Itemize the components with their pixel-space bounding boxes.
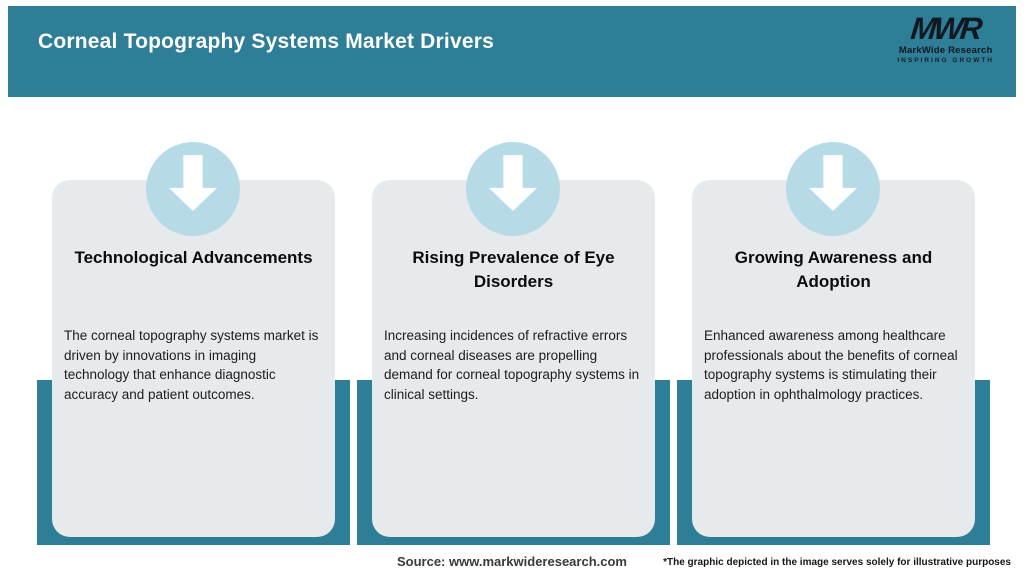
- logo-tagline: INSPIRING GROWTH: [897, 56, 994, 64]
- driver-card-technological-advancements: Technological Advancements The corneal t…: [52, 180, 335, 537]
- down-arrow-icon: [146, 142, 240, 236]
- down-arrow-icon: [466, 142, 560, 236]
- markwide-research-logo: MWR MarkWide Research INSPIRING GROWTH: [897, 11, 994, 64]
- card-title: Rising Prevalence of Eye Disorders: [412, 248, 615, 291]
- card-title: Technological Advancements: [74, 248, 313, 267]
- header-banner: Corneal Topography Systems Market Driver…: [8, 6, 1016, 97]
- card-body-text: The corneal topography systems market is…: [64, 328, 319, 402]
- disclaimer-text: *The graphic depicted in the image serve…: [663, 557, 1011, 568]
- source-text: Source: www.markwideresearch.com: [396, 554, 627, 569]
- logo-name: MarkWide Research: [898, 45, 993, 56]
- page-title: Corneal Topography Systems Market Driver…: [38, 30, 494, 53]
- driver-card-growing-awareness: Growing Awareness and Adoption Enhanced …: [692, 180, 975, 537]
- logo-monogram: MWR: [909, 11, 982, 46]
- card-title: Growing Awareness and Adoption: [734, 248, 933, 291]
- card-body-text: Increasing incidences of refractive erro…: [384, 328, 640, 402]
- down-arrow-icon: [786, 142, 880, 236]
- card-body-text: Enhanced awareness among healthcare prof…: [704, 328, 958, 402]
- driver-card-rising-prevalence: Rising Prevalence of Eye Disorders Incre…: [372, 180, 655, 537]
